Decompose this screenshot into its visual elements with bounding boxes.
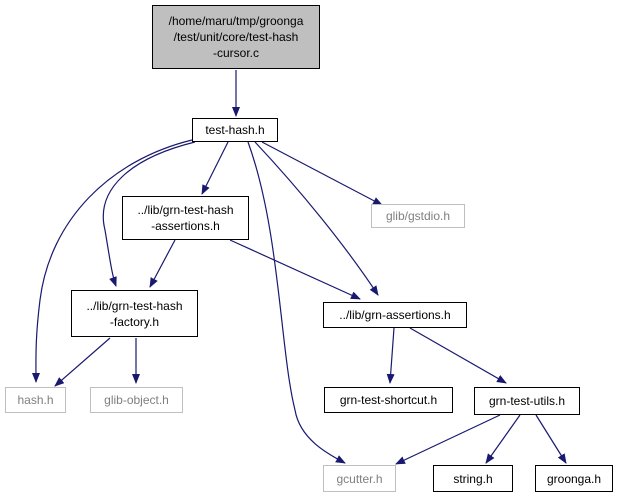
edge-test-hash-to-gstdio bbox=[261, 141, 383, 206]
node-test-hash-h[interactable]: test-hash.h bbox=[192, 118, 278, 142]
edge-grn-test-utils-to-groonga bbox=[535, 414, 567, 464]
edge-test-hash-to-gcutter bbox=[247, 141, 346, 464]
node-grn-test-utils-h[interactable]: grn-test-utils.h bbox=[474, 387, 580, 415]
edge-hash-factory-to-hash-h bbox=[54, 337, 111, 387]
node-grn-test-hash-assertions-h[interactable]: ../lib/grn-test-hash -assertions.h bbox=[122, 196, 249, 240]
node-glib-gstdio-h[interactable]: glib/gstdio.h bbox=[371, 204, 465, 228]
edge-test-hash-to-hash-h bbox=[31, 139, 193, 383]
edge-hash-assertions-to-grn-assertions bbox=[229, 239, 361, 300]
node-string-h[interactable]: string.h bbox=[433, 465, 513, 492]
edge-test-hash-to-hash-assertions bbox=[201, 141, 229, 195]
node-hash-h[interactable]: hash.h bbox=[5, 387, 66, 413]
node-glib-object-h[interactable]: glib-object.h bbox=[90, 387, 183, 413]
edge-test-hash-to-hash-factory bbox=[102, 141, 196, 287]
edge-grn-assertions-to-grn-test-shortcut bbox=[386, 327, 395, 384]
node-gcutter-h[interactable]: gcutter.h bbox=[323, 465, 396, 492]
edge-grn-test-utils-to-string bbox=[485, 414, 521, 464]
node-grn-assertions-h[interactable]: ../lib/grn-assertions.h bbox=[323, 302, 467, 328]
node-test-hash-cursor-c[interactable]: /home/maru/tmp/groonga /test/unit/core/t… bbox=[152, 5, 320, 69]
node-groonga-h[interactable]: groonga.h bbox=[535, 465, 613, 492]
edge-hash-assertions-to-hash-factory bbox=[149, 239, 176, 288]
edge-grn-assertions-to-grn-test-utils bbox=[409, 327, 507, 384]
edge-grn-test-utils-to-gcutter bbox=[395, 414, 501, 465]
node-grn-test-hash-factory-h[interactable]: ../lib/grn-test-hash -factory.h bbox=[71, 290, 198, 337]
edge-test-hash-to-grn-assertions bbox=[254, 141, 379, 296]
node-grn-test-shortcut-h[interactable]: grn-test-shortcut.h bbox=[324, 387, 453, 413]
